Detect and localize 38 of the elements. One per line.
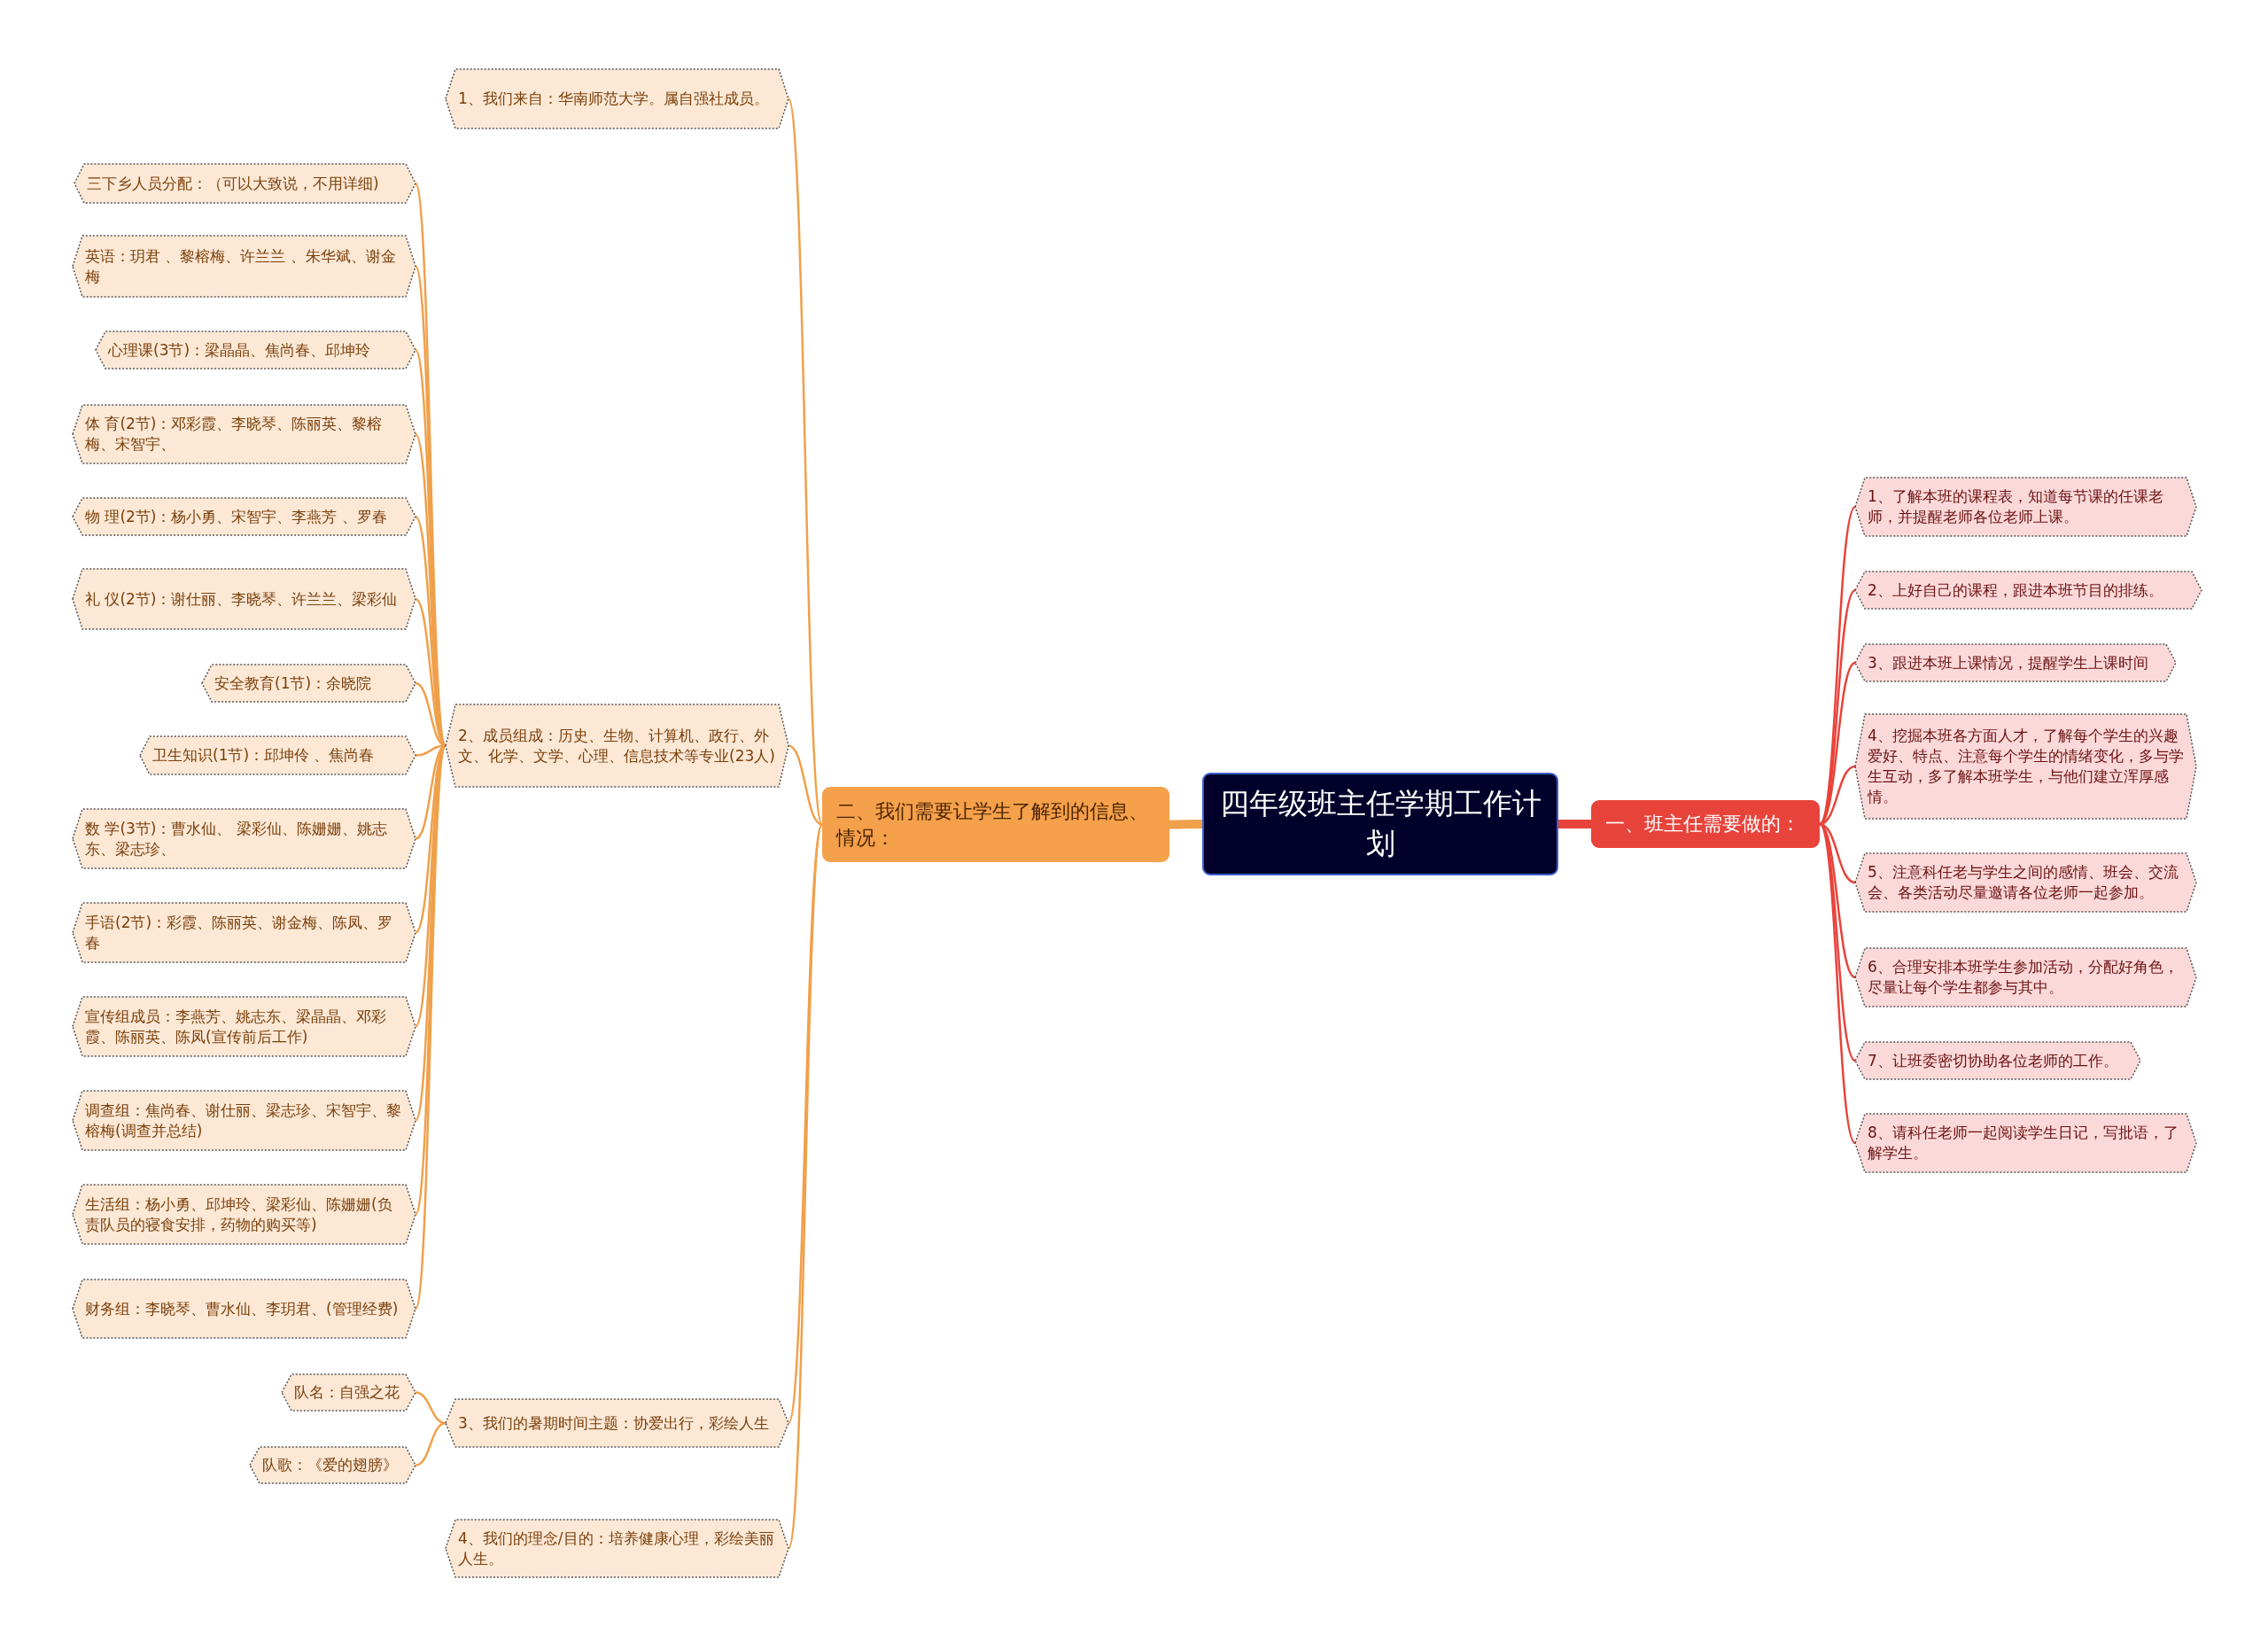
subtopic-box: 三下乡人员分配：（可以大致说，不用详细) <box>74 164 416 203</box>
subtopic-box: 3、我们的暑期时间主题：协爱出行，彩绘人生 <box>446 1399 788 1447</box>
subtopic-box: 5、注意科任老与学生之间的感情、班会、交流会、各类活动尽量邀请各位老师一起参加。 <box>1855 853 2196 912</box>
connector-line <box>788 744 823 826</box>
branch-topic-box: 二、我们需要让学生了解到的信息、情况： <box>822 787 1169 862</box>
connector-line <box>787 824 824 1424</box>
subtopic-box: 3、跟进本班上课情况，提醒学生上课时间 <box>1855 644 2176 681</box>
subtopic-box: 调查组：焦尚春、谢仕丽、梁志珍、宋智宇、黎榕梅(调查并总结) <box>73 1091 416 1150</box>
subtopic-box: 数 学(3节)：曹水仙、 梁彩仙、陈姗姗、姚志东、梁志珍、 <box>73 809 416 868</box>
subtopic-box: 6、合理安排本班学生参加活动，分配好角色，尽量让每个学生都参与其中。 <box>1855 948 2196 1007</box>
subtopic-box: 英语：玥君 、黎榕梅、许兰兰 、朱华斌、谢金梅 <box>73 236 416 297</box>
subtopic-box: 1、了解本班的课程表，知道每节课的任课老师，并提醒老师各位老师上课。 <box>1855 478 2196 536</box>
subtopic-box: 8、请科任老师一起阅读学生日记，写批语，了解学生。 <box>1855 1114 2196 1172</box>
subtopic-box: 2、成员组成：历史、生物、计算机、政行、外文、化学、文学、心理、信息技术等专业(23人) <box>446 704 788 787</box>
connector-line <box>415 1391 447 1425</box>
central-topic-box: 四年级班主任学期工作计划 <box>1202 773 1558 875</box>
subtopic-box: 生活组：杨小勇、邱坤玲、梁彩仙、陈姗姗(负责队员的寝食安排，药物的购买等) <box>73 1185 416 1244</box>
connector-line <box>787 98 824 825</box>
subtopic-box: 财务组：李晓琴、曹水仙、李玥君、(管理经费) <box>73 1280 416 1338</box>
subtopic-box: 体 育(2节)：邓彩霞、李晓琴、陈丽英、黎榕梅、宋智宇、 <box>73 405 416 463</box>
subtopic-box: 卫生知识(1节)：邱坤伶 、焦尚春 <box>140 736 416 774</box>
connector-line <box>787 824 824 1549</box>
subtopic-box: 安全教育(1节)：余晓院 <box>202 665 416 702</box>
subtopic-box: 队名：自强之花 <box>282 1374 416 1411</box>
subtopic-box: 4、挖掘本班各方面人才，了解每个学生的兴趣爱好、特点、注意每个学生的情绪变化，多与学生互动，多了解本班学生，与他们建立浑厚感情。 <box>1855 714 2196 819</box>
branch-topic-box: 一、班主任需要做的： <box>1591 800 1820 848</box>
subtopic-box: 手语(2节)：彩霞、陈丽英、谢金梅、陈凤、罗春 <box>73 903 416 962</box>
subtopic-box: 礼 仪(2节)：谢仕丽、李晓琴、许兰兰、梁彩仙 <box>73 569 416 629</box>
subtopic-box: 7、让班委密切协助各位老师的工作。 <box>1855 1042 2140 1079</box>
subtopic-box: 心理课(3节)：梁晶晶、焦尚春、邱坤玲 <box>96 331 416 369</box>
subtopic-box: 1、我们来自：华南师范大学。属自强社成员。 <box>446 69 788 128</box>
subtopic-box: 物 理(2节)：杨小勇、宋智宇、李燕芳 、罗春 <box>73 498 416 535</box>
subtopic-box: 宣传组成员：李燕芳、姚志东、梁晶晶、邓彩霞、陈丽英、陈凤(宣传前后工作) <box>73 997 416 1056</box>
connector-line <box>415 1421 447 1466</box>
subtopic-box: 4、我们的理念/目的：培养健康心理，彩绘美丽人生。 <box>446 1520 788 1577</box>
connector-line <box>414 745 447 1310</box>
subtopic-box: 队歌：《爱的翅膀》 <box>250 1447 416 1483</box>
subtopic-box: 2、上好自己的课程，跟进本班节目的排练。 <box>1855 572 2202 609</box>
